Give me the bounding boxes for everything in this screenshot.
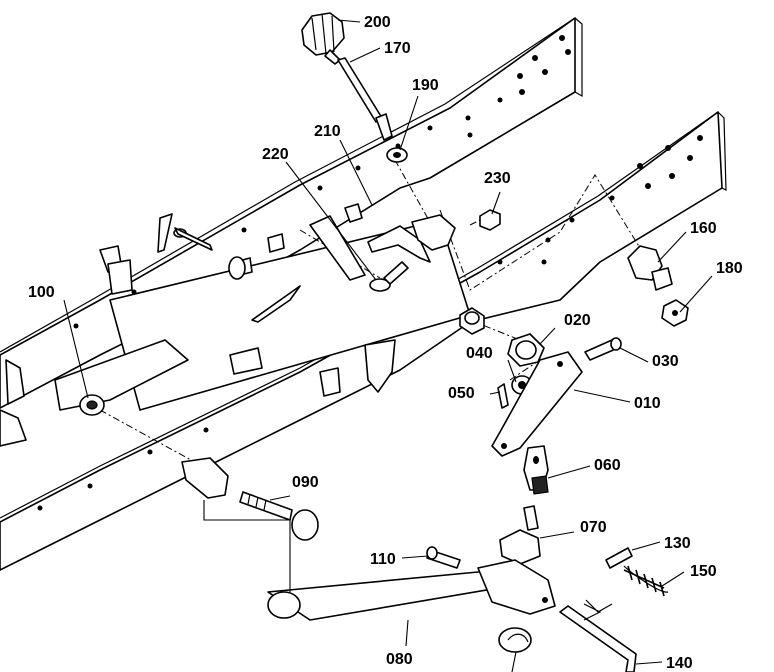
callout-220: 220 bbox=[262, 146, 289, 163]
callout-080: 080 bbox=[386, 651, 413, 668]
lower-bracket bbox=[181, 457, 229, 499]
callout-070: 070 bbox=[580, 519, 607, 536]
callout-050: 050 bbox=[448, 385, 475, 402]
cross-plate bbox=[0, 213, 471, 447]
part-190-nut bbox=[386, 147, 408, 163]
callout-140: 140 bbox=[666, 655, 693, 672]
part-070-adjuster bbox=[499, 505, 541, 565]
callout-060: 060 bbox=[594, 457, 621, 474]
part-cap-lower bbox=[498, 627, 532, 653]
part-160-fitting bbox=[627, 245, 673, 291]
part-200-knob bbox=[301, 12, 345, 65]
callout-200: 200 bbox=[364, 14, 391, 31]
callout-010: 010 bbox=[634, 395, 661, 412]
part-210-bracket bbox=[309, 203, 456, 281]
part-150-spring bbox=[623, 565, 669, 597]
callout-170: 170 bbox=[384, 40, 411, 57]
callout-160: 160 bbox=[690, 220, 717, 237]
callout-040: 040 bbox=[466, 345, 493, 362]
part-100-bushing bbox=[79, 394, 105, 416]
callout-100: 100 bbox=[28, 284, 55, 301]
part-030-pin bbox=[584, 337, 622, 361]
part-110-bolt bbox=[426, 546, 461, 569]
part-140-rod bbox=[559, 599, 637, 672]
callout-150: 150 bbox=[690, 563, 717, 580]
callout-230: 230 bbox=[484, 170, 511, 187]
callout-090: 090 bbox=[292, 474, 319, 491]
callout-030: 030 bbox=[652, 353, 679, 370]
part-180-nut bbox=[661, 299, 689, 327]
part-230-nut bbox=[479, 209, 501, 231]
leader-lines bbox=[63, 19, 713, 672]
part-080-pedal-arm bbox=[267, 559, 556, 621]
part-060-clevis bbox=[523, 445, 549, 495]
callout-210: 210 bbox=[314, 123, 341, 140]
part-220-bolt bbox=[369, 261, 409, 292]
callout-130: 130 bbox=[664, 535, 691, 552]
part-170-lever-rod bbox=[337, 57, 393, 141]
part-020-bushing bbox=[507, 333, 545, 367]
part-050-cotter-pin bbox=[497, 383, 509, 409]
callout-020: 020 bbox=[564, 312, 591, 329]
rail-pivot-boss bbox=[459, 307, 485, 335]
callout-190: 190 bbox=[412, 77, 439, 94]
callout-110: 110 bbox=[370, 551, 396, 568]
part-010-arm bbox=[491, 351, 583, 457]
part-090-bolt bbox=[239, 491, 319, 541]
callout-180: 180 bbox=[716, 260, 743, 277]
part-130-pin bbox=[605, 547, 633, 569]
